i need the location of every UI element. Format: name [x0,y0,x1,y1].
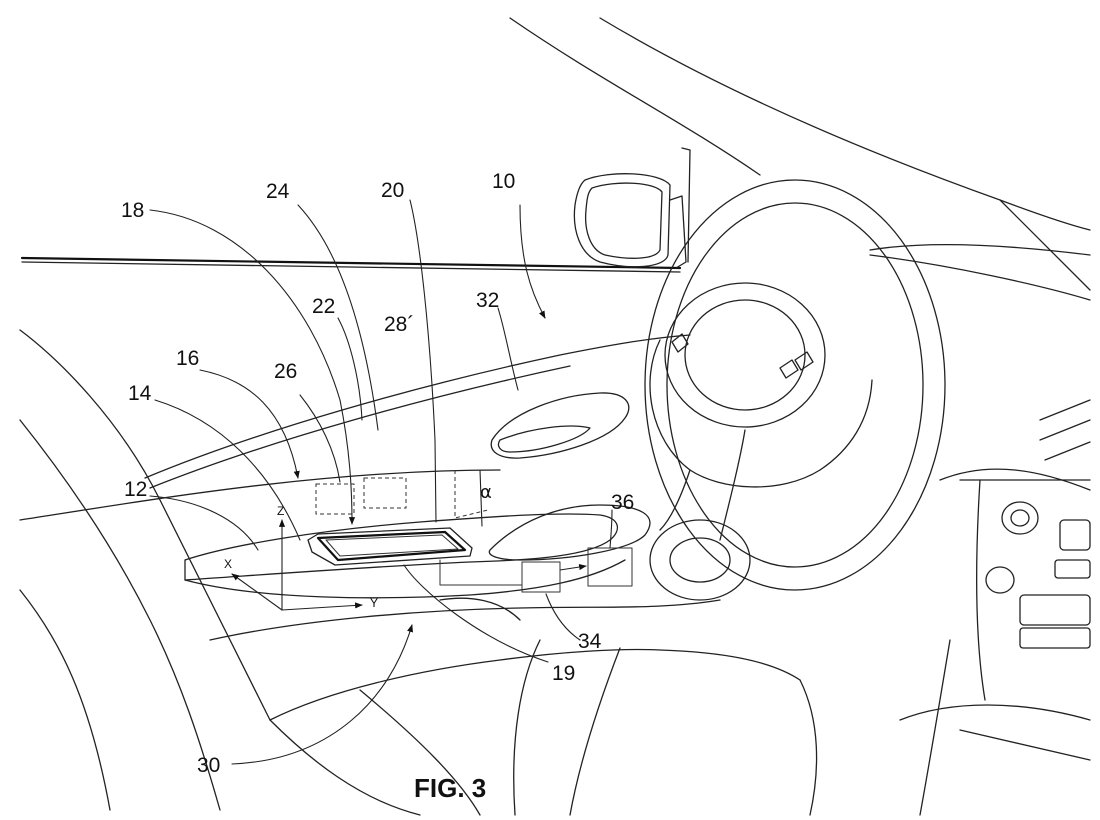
ref-36: 36 [611,491,634,514]
ref-22: 22 [312,295,335,318]
ref-14: 14 [128,382,152,405]
axis-label-y: Y [370,596,378,610]
display-unit [307,527,473,566]
ref-28-prime: 28´ [384,313,414,336]
figure-title: FIG. 3 [414,773,486,803]
leader-lines [149,199,613,765]
ref-18: 18 [121,199,144,222]
steering-wheel [644,179,946,601]
angle-alpha-label: α [480,482,492,503]
seat-and-lower-door [19,329,818,816]
ref-10: 10 [492,170,515,193]
ref-16: 16 [176,347,199,370]
windshield-frame [509,17,1091,291]
ref-34: 34 [578,630,602,653]
door-panel-outline [19,334,691,521]
side-mirror [573,147,691,269]
ref-12: 12 [124,478,147,501]
dashboard [869,243,1091,816]
ref-19: 19 [552,662,575,685]
coordinate-axes: Z Y X [224,504,378,611]
door-handle-recess [490,392,630,459]
ref-32: 32 [476,289,499,312]
dashed-regions [315,470,489,519]
reference-numerals: 18 24 20 10 22 28´ 32 16 26 14 12 36 34 … [121,170,634,777]
ref-24: 24 [266,180,290,203]
axis-label-z: Z [277,504,284,518]
ref-20: 20 [381,179,404,202]
armrest [184,504,651,599]
side-window-line [20,256,682,273]
ref-26: 26 [274,360,297,383]
axis-label-x: X [224,557,232,571]
ref-30: 30 [197,754,220,777]
